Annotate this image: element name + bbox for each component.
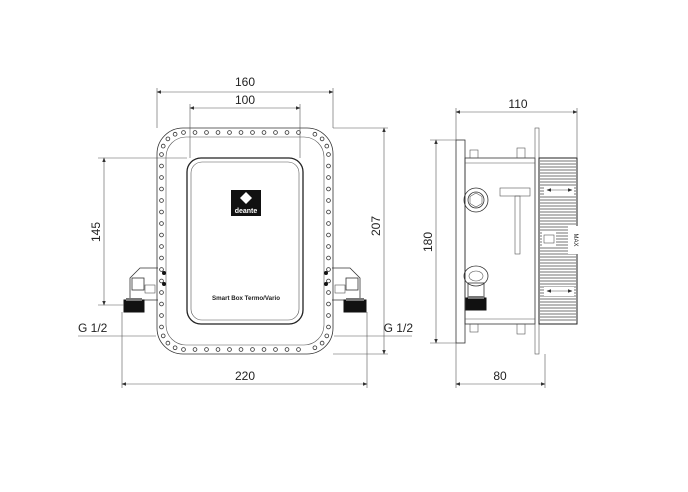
- gasket-dot: [326, 324, 331, 330]
- side-box-window: [568, 226, 578, 254]
- gasket-dot: [159, 267, 164, 272]
- gasket-dot: [326, 175, 331, 180]
- gasket-dot: [160, 333, 166, 339]
- inlet-label-left: G 1/2: [78, 321, 108, 335]
- gasket-dot: [261, 130, 267, 135]
- gasket-dot: [159, 324, 164, 330]
- gasket-dot: [159, 244, 164, 249]
- gasket-dot: [165, 340, 171, 346]
- outlet-lower: [463, 265, 489, 311]
- gasket-dot: [326, 163, 331, 169]
- gasket-inner: [165, 136, 325, 346]
- gasket-dot: [273, 130, 278, 135]
- gasket-dot: [326, 278, 331, 284]
- gasket-dot: [159, 198, 164, 203]
- gasket-dot: [159, 152, 164, 157]
- gasket-dot: [192, 130, 198, 135]
- gasket-dot: [326, 232, 331, 238]
- gasket-dot: [181, 130, 186, 135]
- side-plate: [455, 139, 466, 344]
- gasket-dot: [204, 130, 209, 135]
- gasket-dot: [326, 221, 331, 226]
- gasket-dot: [324, 143, 330, 149]
- gasket-dot: [215, 347, 221, 352]
- gasket-dot: [326, 301, 331, 307]
- inlet-fitting-left: [123, 267, 158, 313]
- gasket-dot: [159, 290, 164, 295]
- dim-width-outer: 160: [235, 75, 255, 89]
- gasket-dot: [160, 143, 166, 149]
- gasket-dot: [159, 313, 164, 318]
- gasket-dot: [159, 163, 164, 169]
- gasket-dot: [312, 345, 318, 351]
- inlet-fitting-right: [332, 267, 367, 313]
- gasket-dot: [326, 209, 331, 215]
- cover-plate: [186, 157, 304, 325]
- gasket-dot: [181, 347, 186, 352]
- gasket-dot: [159, 301, 164, 307]
- gasket-dot: [284, 347, 290, 352]
- gasket-dot: [172, 345, 178, 351]
- gasket-dot: [273, 347, 278, 352]
- gasket-dot: [159, 186, 164, 192]
- gasket-dot: [324, 333, 330, 339]
- gasket-dot: [250, 130, 255, 135]
- gasket-dot: [326, 198, 331, 203]
- cover-plate-inner: [190, 161, 300, 321]
- side-box-ribs: [540, 160, 578, 321]
- gasket-dot: [326, 267, 331, 272]
- gasket-dot: [227, 347, 232, 352]
- front-view: deante Smart Box Termo/Vario 160: [78, 75, 413, 388]
- gasket-dot: [159, 221, 164, 226]
- dim-side-height: 180: [421, 232, 435, 252]
- side-box-window: [542, 232, 556, 246]
- side-max-label: MAX: [572, 233, 578, 246]
- gasket-dot: [165, 136, 171, 142]
- dim-width-inner: 100: [235, 93, 255, 107]
- gasket-dot: [192, 347, 198, 352]
- gasket-dot: [159, 255, 164, 261]
- gasket-dot: [159, 278, 164, 284]
- side-box-window: [544, 186, 574, 195]
- gasket-dot: [326, 244, 331, 249]
- side-box-window: [544, 287, 574, 296]
- gasket-dot: [215, 130, 221, 135]
- brand-logo: deante: [231, 190, 261, 216]
- dim-height-right: 207: [369, 216, 383, 236]
- gasket-dot: [159, 232, 164, 238]
- dim-depth-bottom: 80: [493, 369, 507, 383]
- brand-logo-text: deante: [235, 208, 258, 215]
- gasket-dot: [319, 340, 325, 346]
- gasket-dot: [326, 186, 331, 192]
- outlet-upper: [463, 187, 489, 213]
- gasket-dot: [326, 152, 331, 157]
- gasket-dot: [238, 347, 244, 352]
- gasket-dot: [238, 130, 244, 135]
- gasket-dot: [250, 347, 255, 352]
- gasket-dot: [172, 131, 178, 137]
- side-view: MAX 110 180 80: [421, 97, 578, 388]
- gasket-dot: [296, 130, 301, 135]
- gasket-dot: [204, 347, 209, 352]
- product-label: Smart Box Termo/Vario: [212, 295, 280, 302]
- gasket-dot: [227, 130, 232, 135]
- inlet-label-right: G 1/2: [384, 321, 414, 335]
- gasket-dot: [284, 130, 290, 135]
- gasket-dot: [326, 313, 331, 318]
- gasket-outer: [156, 127, 334, 355]
- gasket-dot: [296, 347, 301, 352]
- gasket-dot: [159, 175, 164, 180]
- dim-bottom-width: 220: [235, 369, 255, 383]
- gasket-dot: [159, 209, 164, 215]
- gasket-dot: [326, 255, 331, 261]
- gasket-dots: [159, 130, 331, 352]
- dim-depth-top: 110: [508, 97, 527, 111]
- gasket-dot: [312, 131, 318, 137]
- gasket-dot: [319, 136, 325, 142]
- gasket-dot: [261, 347, 267, 352]
- gasket-dot: [326, 290, 331, 295]
- dim-height-left: 145: [89, 222, 103, 242]
